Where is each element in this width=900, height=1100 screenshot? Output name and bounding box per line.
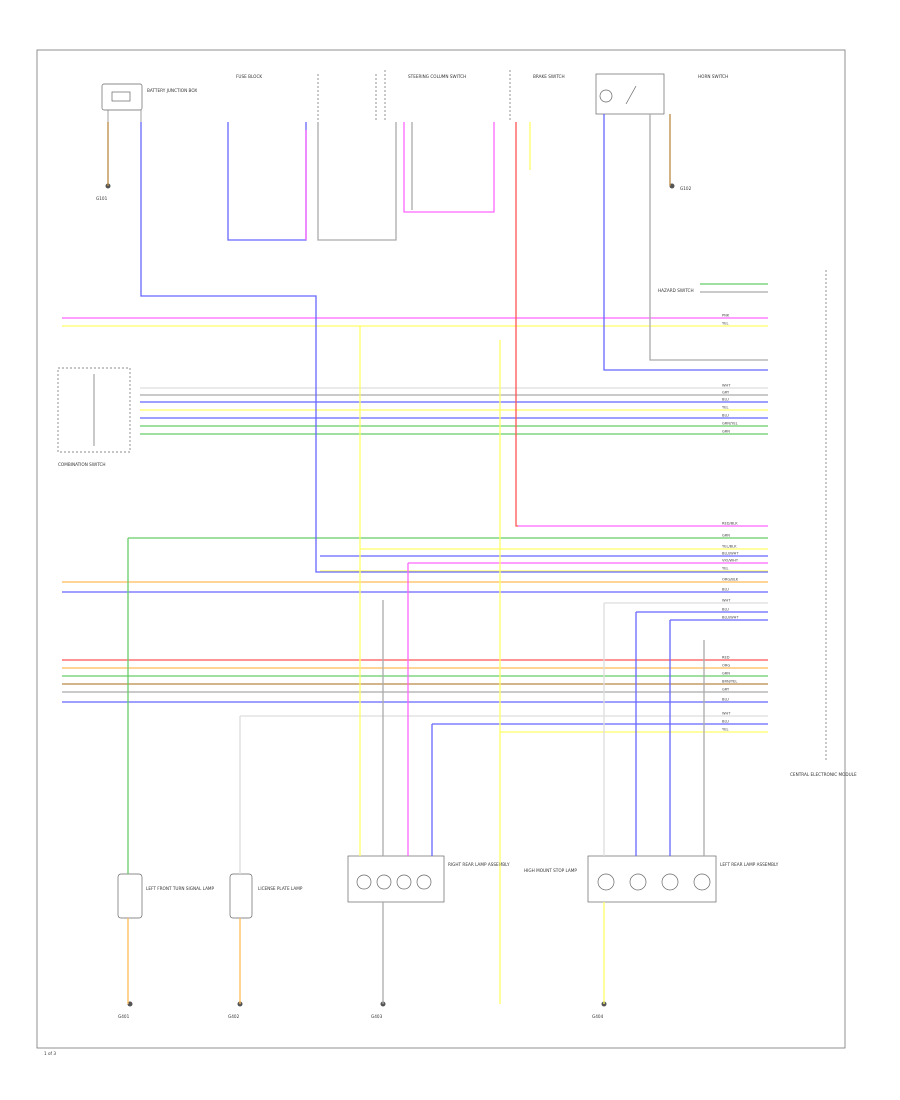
wire-bus-blue-7-label: BLU xyxy=(722,698,729,702)
wire-fuse-gray xyxy=(317,122,397,241)
wire-bus-blue-8-label: BLU xyxy=(722,720,729,724)
wire-bus-gray-1-label: GRY xyxy=(722,391,730,395)
left-front-lamp-block: LEFT FRONT TURN SIGNAL LAMP xyxy=(117,873,215,919)
central-module-block: CENTRAL ELECTRONIC MODULE xyxy=(790,270,857,777)
ground-g3: G401 xyxy=(118,1001,133,1019)
high-mount-stop-block: HIGH MOUNT STOP LAMP xyxy=(524,868,577,873)
wire-brake-red xyxy=(515,122,518,527)
central-module-label: CENTRAL ELECTRONIC MODULE xyxy=(790,772,857,777)
wire-bus-pink-3-label: VIO/WHT xyxy=(722,559,739,563)
fuse-block-label: FUSE BLOCK xyxy=(236,74,262,79)
wire-horn-gray xyxy=(649,114,768,361)
license-lamp-block: LICENSE PLATE LAMP xyxy=(229,873,303,919)
battery-junction-label: BATTERY JUNCTION BOX xyxy=(147,88,197,93)
brake-switch-block: BRAKE SWITCH xyxy=(533,74,565,79)
svg-text:G403: G403 xyxy=(371,1014,383,1019)
steering-switch-label: STEERING COLUMN SWITCH xyxy=(408,74,466,79)
wire-bus-gray-2-label: GRY xyxy=(722,688,730,692)
wire-bus-orange-1-label: ORG/BLK xyxy=(722,578,739,582)
wire-battery-blue xyxy=(140,122,768,573)
ground-g4: G402 xyxy=(228,1001,243,1019)
diagram-frame xyxy=(36,49,846,1049)
horn-switch-block: HORN SWITCH xyxy=(595,73,728,115)
wire-bus-green-3-label: GRN xyxy=(722,534,730,538)
right-rear-lamp-label: RIGHT REAR LAMP ASSEMBLY xyxy=(448,862,510,867)
wire-fuse-blue xyxy=(227,122,307,241)
wire-bus-pink-2-label: RED/BLK xyxy=(722,522,738,526)
wire-bus-pink-1-label: PNK xyxy=(722,314,730,318)
page-footer: 1 of 3 xyxy=(44,1051,56,1056)
wire-bus-white-2-label: WHT xyxy=(722,599,731,603)
wire-layer xyxy=(62,114,768,1004)
ground-g5: G403 xyxy=(371,1001,386,1019)
left-rear-lamp-block: LEFT REAR LAMP ASSEMBLY xyxy=(587,855,779,903)
steering-column-block: STEERING COLUMN SWITCH xyxy=(384,70,511,122)
wire-bus-blue-4-label: BLU xyxy=(722,588,729,592)
wire-bus-blue-6-label: BLU/WHT xyxy=(722,616,739,620)
wire-bus-yellow-3-label: YEL/BLK xyxy=(722,545,737,549)
license-lamp-label: LICENSE PLATE LAMP xyxy=(258,886,303,891)
wire-bus-yellow-4-label: YEL xyxy=(722,567,728,571)
wire-bus-brown-1-label: BRN/YEL xyxy=(722,680,737,684)
brake-switch-label: BRAKE SWITCH xyxy=(533,74,565,79)
svg-text:G402: G402 xyxy=(228,1014,240,1019)
wire-bus-green-2-label: GRN xyxy=(722,430,730,434)
right-rear-lamp-block: RIGHT REAR LAMP ASSEMBLY xyxy=(347,855,510,903)
wire-steer-pink xyxy=(403,122,495,213)
left-rear-lamp-label: LEFT REAR LAMP ASSEMBLY xyxy=(720,862,779,867)
wire-bus-yellow-5-label: YEL xyxy=(722,728,728,732)
svg-text:G404: G404 xyxy=(592,1014,604,1019)
wire-bus-orange-2-label: ORG xyxy=(722,664,730,668)
wire-label-layer: PNK YEL WHT GRY BLU YEL BLU GRN/YEL GRN RED/BLK GR… xyxy=(722,314,739,732)
wire-bus-blue-5-label: BLU xyxy=(722,608,729,612)
wire-bus-green-4-label: GRN xyxy=(722,672,730,676)
wire-bus-blue-2-label: BLU xyxy=(722,414,729,418)
left-front-lamp-label: LEFT FRONT TURN SIGNAL LAMP xyxy=(146,886,215,891)
wire-bus-white-3-label: WHT xyxy=(722,712,731,716)
battery-junction-block: BATTERY JUNCTION BOX xyxy=(101,83,197,122)
wire-horn-blue xyxy=(603,114,768,371)
wire-bus-yellow-1-label: YEL xyxy=(722,322,728,326)
horn-switch-label: HORN SWITCH xyxy=(698,74,728,79)
hazard-switch-label: HAZARD SWITCH xyxy=(658,288,694,293)
wire-bus-red-1-label: RED xyxy=(722,656,730,660)
svg-text:G102: G102 xyxy=(680,186,692,191)
high-mount-stop-label: HIGH MOUNT STOP LAMP xyxy=(524,868,577,873)
wire-bus-blue-1-label: BLU xyxy=(722,398,729,402)
hazard-switch-block: HAZARD SWITCH xyxy=(658,288,694,293)
ground-g6: G404 xyxy=(592,1001,607,1019)
ground-g2: G102 xyxy=(669,183,692,191)
wire-bus-white-1-label: WHT xyxy=(722,384,731,388)
combination-switch-block: COMBINATION SWITCH xyxy=(57,367,131,467)
svg-text:G401: G401 xyxy=(118,1014,130,1019)
wire-bus-blue-3-label: BLU/WHT xyxy=(722,552,739,556)
fuse-block: FUSE BLOCK xyxy=(236,74,377,120)
svg-text:G101: G101 xyxy=(96,196,108,201)
wire-bus-yellow-2-label: YEL xyxy=(722,406,728,410)
ground-g1: G101 xyxy=(96,183,111,201)
combination-switch-label: COMBINATION SWITCH xyxy=(58,462,106,467)
wire-bus-green-1-label: GRN/YEL xyxy=(722,422,738,426)
